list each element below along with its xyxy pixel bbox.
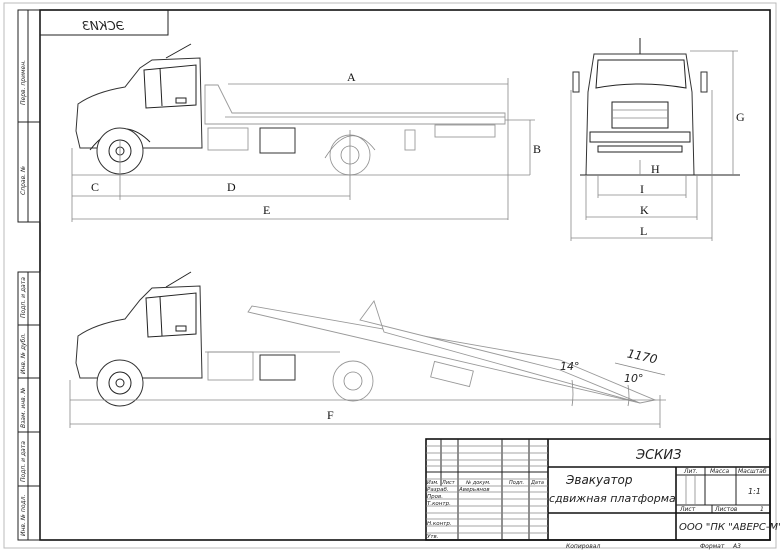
dim-b: B	[533, 142, 541, 156]
format-value: А3	[732, 543, 741, 550]
hdr-date: Дата	[530, 480, 544, 486]
sheets-value: 1	[760, 506, 764, 513]
mass-label: Масса	[710, 468, 729, 475]
dim-d: D	[227, 180, 236, 194]
role-tkontr: Т.контр.	[427, 501, 451, 507]
role-utv: Утв.	[427, 534, 439, 540]
dim-c: C	[91, 180, 99, 194]
dim-f: F	[327, 408, 334, 422]
margin-label: Подп. и дата	[20, 441, 27, 482]
hdr-izm: Изм.	[427, 480, 439, 486]
side-view-dimensions: A B C D E	[71, 70, 541, 222]
title-line2: сдвижная платформа	[549, 492, 676, 505]
company-name: ООО "ПК "АВЕРС-М"	[679, 522, 780, 533]
truck-loading-view	[69, 271, 666, 428]
developer-name: Аверьянов	[458, 487, 490, 493]
truck-front-view	[572, 38, 740, 176]
mirrored-stamp-text: ЭСКИЗ	[82, 19, 125, 33]
dim-g: G	[736, 110, 745, 124]
dim-i: I	[640, 182, 644, 196]
scale-value: 1:1	[748, 487, 761, 496]
format-label: Формат	[700, 543, 725, 550]
dim-a: A	[347, 70, 356, 84]
margin-label: Подп. и дата	[20, 277, 27, 318]
dim-1170: 1170	[626, 346, 659, 366]
angle-14: 14°	[560, 360, 580, 373]
lit-label: Лит.	[683, 468, 698, 475]
angle-10: 10°	[624, 372, 644, 385]
copied-label: Копировал	[566, 543, 600, 550]
sheets-label: Листов	[714, 506, 738, 513]
margin-label: Перв. примен.	[20, 60, 27, 105]
dim-e: E	[263, 203, 270, 217]
margin-label: Инв. № дубл.	[20, 333, 27, 374]
front-view-dimensions: G H I K L	[570, 50, 745, 241]
doc-type: ЭСКИЗ	[635, 448, 681, 463]
hdr-sign: Подп.	[509, 480, 524, 486]
hdr-list: Лист	[441, 480, 456, 486]
loading-view-dimensions: F 14° 10° 1170	[70, 346, 666, 425]
title-block: Изм. Лист № докум. Подп. Дата Разраб. Ав…	[425, 438, 780, 541]
left-margin-columns: Перв. примен. Справ. № Подп. и дата Инв.…	[17, 9, 41, 541]
title-line1: Эвакуатор	[565, 473, 633, 487]
dim-l: L	[640, 224, 647, 238]
role-prov: Пров.	[427, 494, 443, 500]
dim-h: H	[651, 162, 660, 176]
role-razrab: Разраб.	[427, 487, 449, 493]
sheet-label: Лист	[679, 506, 696, 513]
margin-label: Взам. инв. №	[20, 387, 27, 428]
mirrored-stamp-box: ЭСКИЗ	[40, 10, 169, 36]
truck-side-view	[75, 43, 506, 176]
margin-label: Справ. №	[20, 166, 27, 195]
sheet-edge	[3, 2, 777, 549]
dim-k: K	[640, 203, 649, 217]
scale-label: Масштаб	[738, 468, 767, 475]
margin-label: Инв. № подл.	[20, 495, 27, 536]
hdr-doc-no: № докум.	[465, 480, 491, 486]
role-nkontr: Н.контр.	[427, 521, 452, 527]
